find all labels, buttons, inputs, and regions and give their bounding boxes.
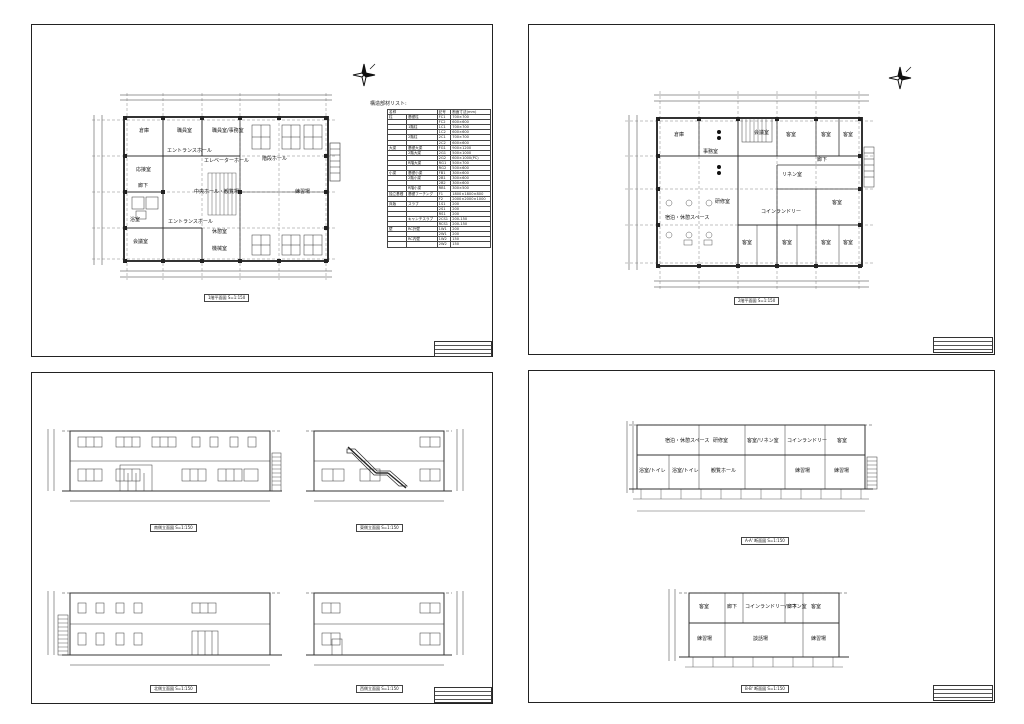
plan2-room: 事務室	[703, 149, 719, 155]
sheet-1f-plan: 倉庫 職員室 職員室/事務室 応接室 エントランスホール エレベーターホール 廊…	[31, 24, 493, 357]
plan2-room: 倉庫	[674, 132, 685, 138]
plan1-room: 会議室	[133, 239, 149, 245]
legend-cell: 2000×2000×1000	[450, 195, 491, 202]
plan1-room: 応接室	[136, 167, 152, 173]
section-a-room: 研修室	[713, 438, 729, 444]
legend-cell: 2W2	[436, 241, 452, 248]
west-elevation-caption: 西側立面図 S=1:150	[356, 685, 403, 693]
section-b-room: 練習場	[697, 636, 713, 642]
section-a-room: 練習場	[834, 468, 850, 474]
plan2-room: 客室	[821, 240, 832, 246]
legend-cell: 基礎大梁	[405, 144, 438, 151]
legend-cell: 基礎小梁	[405, 170, 438, 177]
section-b-room: 客室	[699, 604, 710, 610]
title-block	[933, 337, 993, 353]
legend-cell: 独立基礎	[387, 190, 407, 197]
plan2-room: 客室	[843, 240, 854, 246]
plan2-room: 廊下	[817, 157, 828, 163]
section-b-room: 客室	[811, 604, 822, 610]
plan1-room: エントランスホール	[168, 219, 213, 225]
section-b-room: 廊下	[727, 604, 738, 610]
north-arrow-icon	[888, 66, 912, 90]
section-a-caption: A-A' 断面図 S=1:150	[741, 537, 789, 545]
plan1-room: エントランスホール	[167, 148, 212, 154]
sheet-elevations: 南側立面図 S=1:150 東側立面図 S=1:150 北側立面図 S=1:15…	[31, 372, 493, 704]
legend-cell: 500×1000	[450, 149, 491, 156]
floor-plan-1f-drawing	[92, 93, 341, 280]
section-b-room: 談話場	[753, 636, 769, 642]
legend-header: 断面寸法(mm)	[450, 108, 491, 116]
plan2-room: 客室	[843, 132, 854, 138]
sheet-sections: 宿泊・休憩スペース 研修室 客室/リネン室 コインランドリー 客室 浴室/トイレ…	[528, 370, 995, 703]
section-b-room: 廊下	[787, 604, 798, 610]
east-elevation-caption: 東側立面図 S=1:150	[356, 524, 403, 532]
plan1-caption: 1階平面図 S=1:150	[204, 294, 250, 302]
north-elevation-caption: 北側立面図 S=1:150	[150, 685, 197, 693]
plan1-room: 休憩室	[212, 229, 228, 235]
plan2-room: 客室	[832, 200, 843, 206]
legend-cell: 1800×1800×800	[450, 190, 491, 197]
plan2-room: 会議室	[754, 130, 770, 136]
section-a-room: 観覧ホール	[711, 468, 737, 474]
south-elevation-caption: 南側立面図 S=1:150	[150, 524, 197, 532]
legend-title: 構造部材リスト:	[370, 101, 407, 107]
section-a-room: 宿泊・休憩スペース	[665, 438, 710, 444]
plan1-room: 練習場	[295, 189, 311, 195]
plan2-room: コインランドリー	[761, 209, 802, 215]
plan2-room: 客室	[821, 132, 832, 138]
plan1-room: エレベーターホール	[204, 158, 250, 164]
section-a-room: 客室/リネン室	[747, 438, 779, 444]
legend-cell	[405, 241, 438, 248]
section-a-room: コインランドリー	[787, 438, 828, 444]
plan1-room: 機械室	[212, 246, 228, 252]
plan2-room: 研修室	[715, 199, 731, 205]
legend-cell: キャンチスラブ	[405, 215, 438, 223]
plan1-room: 階段ホール	[262, 156, 288, 162]
plan1-room: 中央ホール・観覧場	[194, 189, 240, 195]
title-block	[434, 341, 492, 357]
plan1-room: 職員室/事務室	[212, 128, 244, 134]
north-arrow-icon	[352, 63, 376, 87]
title-block	[933, 685, 993, 701]
section-a-room: 客室	[837, 438, 848, 444]
sections-drawing	[626, 421, 878, 668]
plan2-room: 客室	[742, 240, 753, 246]
legend-cell: 600×1000(PC)	[450, 154, 491, 161]
sheet-2f-plan: 倉庫 会議室 事務室 客室 客室 客室 廊下 宿泊・休憩スペース 研修室 リネン…	[528, 24, 995, 355]
section-a-room: 浴室/トイレ	[672, 468, 699, 474]
title-block	[434, 687, 492, 703]
plan2-caption: 2階平面図 S=1:150	[734, 297, 780, 305]
legend-cell	[387, 241, 407, 248]
section-a-room: 練習場	[795, 468, 811, 474]
legend-cell: 900×1200	[450, 144, 491, 151]
plan2-room: 客室	[782, 240, 793, 246]
legend-cell: 150	[450, 241, 491, 248]
plan2-room: 客室	[786, 132, 797, 138]
elevations-drawing	[47, 429, 464, 666]
plan2-room: リネン室	[782, 172, 803, 178]
plan1-room: 倉庫	[139, 128, 150, 134]
plan2-room: 宿泊・休憩スペース	[665, 215, 710, 221]
section-a-room: 浴室/トイレ	[639, 468, 666, 474]
plan1-room: 浴室	[130, 217, 141, 223]
section-b-room: コインランドリー/リネン室	[745, 604, 807, 610]
plan1-room: 廊下	[138, 183, 149, 189]
floor-plan-2f-drawing	[625, 91, 875, 290]
plan1-room: 職員室	[177, 128, 193, 134]
section-b-room: 練習場	[811, 636, 827, 642]
section-b-caption: B-B' 断面図 S=1:150	[741, 685, 789, 693]
legend-cell: 基礎フーチング	[405, 190, 438, 197]
